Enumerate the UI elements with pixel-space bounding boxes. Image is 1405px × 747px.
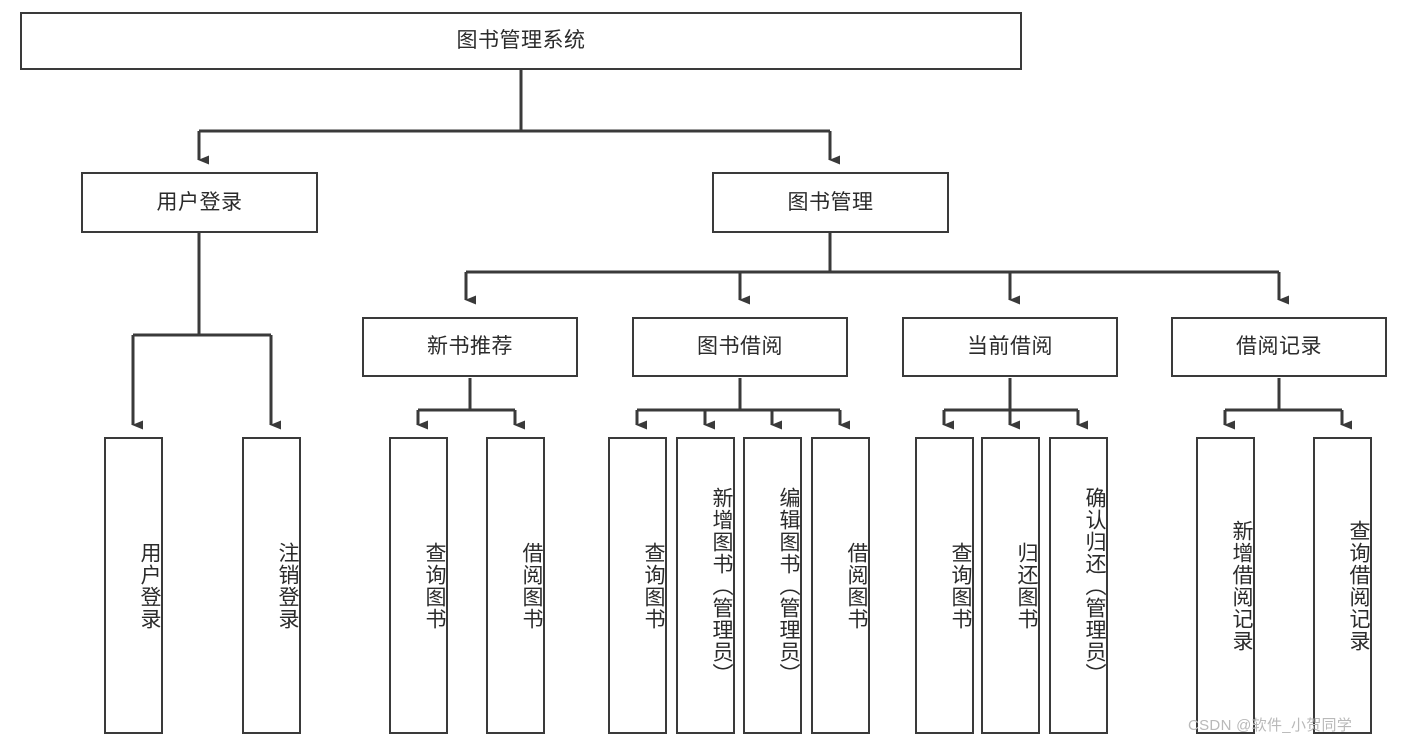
node-label: 用户登录 [156,190,243,214]
node-book-management[interactable]: 图书管理 [712,172,949,233]
node-label: 查询图书 [423,541,446,630]
node-current-borrow[interactable]: 当前借阅 [902,317,1118,377]
node-label: 图书管理 [787,190,874,214]
leaf-record-query-borrow-record[interactable]: 查询借阅记录 [1313,437,1372,734]
leaf-record-add-borrow-record[interactable]: 新增借阅记录 [1196,437,1255,734]
node-label: 确认归还（管理员） [1083,486,1106,685]
leaf-current-return-book[interactable]: 归还图书 [981,437,1040,734]
node-label: 新增图书（管理员） [710,486,733,685]
leaf-user-login-do[interactable]: 用户登录 [104,437,163,734]
leaf-borrow-edit-book-admin[interactable]: 编辑图书（管理员） [743,437,802,734]
node-user-login[interactable]: 用户登录 [81,172,318,233]
node-label: 借阅图书 [520,541,543,630]
node-book-borrow[interactable]: 图书借阅 [632,317,848,377]
leaf-current-confirm-return-admin[interactable]: 确认归还（管理员） [1049,437,1108,734]
node-label: 借阅记录 [1236,335,1322,359]
node-new-book-recommend[interactable]: 新书推荐 [362,317,578,377]
node-label: 查询借阅记录 [1347,519,1370,652]
node-label: 用户登录 [138,541,161,630]
node-label: 图书管理系统 [456,29,586,53]
node-label: 图书借阅 [697,335,783,359]
leaf-recommend-borrow-book[interactable]: 借阅图书 [486,437,545,734]
leaf-recommend-query-book[interactable]: 查询图书 [389,437,448,734]
node-root-book-management-system[interactable]: 图书管理系统 [20,12,1022,70]
node-label: 编辑图书（管理员） [777,486,800,685]
node-label: 当前借阅 [967,335,1053,359]
node-label: 新书推荐 [427,335,513,359]
leaf-borrow-query-book[interactable]: 查询图书 [608,437,667,734]
node-label: 借阅图书 [845,541,868,630]
node-borrow-record[interactable]: 借阅记录 [1171,317,1387,377]
node-label: 新增借阅记录 [1230,519,1253,652]
watermark-text: CSDN @软件_小贺同学 [1188,717,1353,734]
leaf-borrow-add-book-admin[interactable]: 新增图书（管理员） [676,437,735,734]
leaf-current-query-book[interactable]: 查询图书 [915,437,974,734]
leaf-borrow-borrow-book[interactable]: 借阅图书 [811,437,870,734]
node-label: 查询图书 [949,541,972,630]
node-label: 归还图书 [1015,541,1038,630]
leaf-user-logout[interactable]: 注销登录 [242,437,301,734]
node-label: 查询图书 [642,541,665,630]
node-label: 注销登录 [276,541,299,630]
